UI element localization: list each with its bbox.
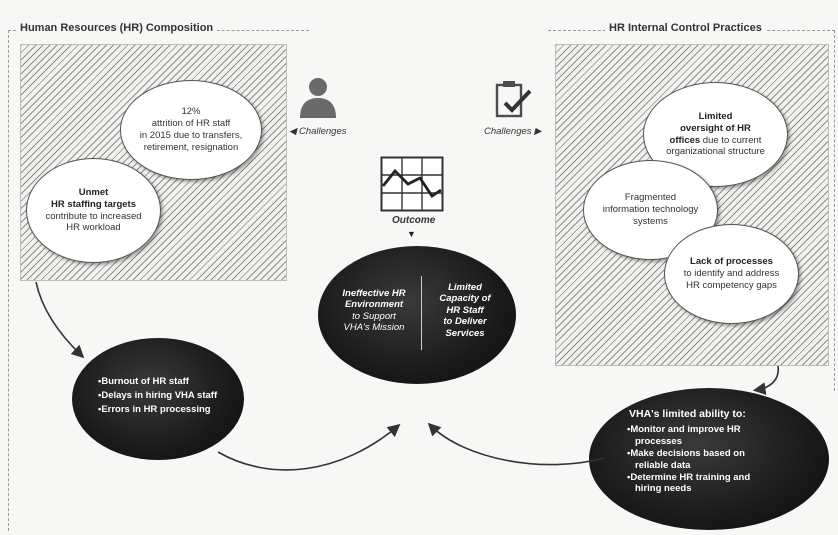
attrition-line-1: 12% bbox=[181, 106, 201, 118]
processes-strong-1: Lack of processes bbox=[690, 256, 773, 268]
outcome-arrow-down: ▼ bbox=[407, 229, 416, 239]
hr-composition-title: Human Resources (HR) Composition bbox=[16, 22, 218, 34]
outcome-label: Outcome bbox=[392, 215, 436, 226]
staffing-line-4: HR workload bbox=[66, 222, 121, 234]
clipboard-check-icon bbox=[495, 81, 532, 118]
outcome-right-line-4: to Deliver bbox=[443, 316, 487, 328]
vha-item-text-cont: reliable data bbox=[635, 459, 691, 471]
processes-bubble: Lack of processes to identify and addres… bbox=[664, 224, 799, 324]
staffing-bubble: Unmet HR staffing targets contribute to … bbox=[26, 158, 161, 263]
outcome-left-line-1: Ineffective HR bbox=[342, 288, 406, 299]
challenges-right-label: Challenges ▶ bbox=[484, 126, 542, 137]
attrition-line-2: attrition of HR staff bbox=[151, 118, 231, 130]
burnout-list: Burnout of HR staff Delays in hiring VHA… bbox=[98, 375, 217, 416]
arrow-composition-to-burnout bbox=[35, 281, 85, 359]
oversight-rest-3: due to current bbox=[700, 134, 762, 146]
outcome-right-line-5: Services bbox=[445, 327, 485, 339]
vha-ellipse: VHA's limited ability to: Monitor and im… bbox=[589, 388, 829, 530]
outcome-left-text: Ineffective HR Environment to Support VH… bbox=[330, 288, 418, 334]
oversight-strong-2: oversight of HR bbox=[680, 122, 751, 134]
outcome-ellipse: Ineffective HR Environment to Support VH… bbox=[318, 246, 516, 384]
staffing-strong-1: Unmet bbox=[78, 186, 109, 198]
burnout-item: Delays in hiring VHA staff bbox=[98, 389, 217, 403]
outcome-right-line-1: Limited bbox=[448, 282, 482, 293]
vha-item-text: Monitor and improve HR bbox=[630, 424, 741, 435]
fragmented-line-1: Fragmented bbox=[624, 192, 677, 204]
oversight-strong-3: offices bbox=[669, 134, 701, 146]
outcome-right-text: Limited Capacity of HR Staff to Deliver … bbox=[426, 282, 504, 339]
outcome-right-line-3: HR Staff bbox=[446, 304, 484, 316]
outcome-left-line-2: Environment bbox=[344, 299, 404, 311]
burnout-item: Errors in HR processing bbox=[98, 403, 217, 417]
burnout-ellipse: Burnout of HR staff Delays in hiring VHA… bbox=[72, 338, 244, 460]
vha-item-text-cont: processes bbox=[635, 435, 683, 447]
line-chart-icon bbox=[380, 156, 444, 212]
hr-internal-title: HR Internal Control Practices bbox=[605, 22, 766, 34]
fragmented-line-3: systems bbox=[633, 215, 668, 227]
challenges-right-text: Challenges bbox=[484, 126, 532, 137]
outcome-left-line-4: VHA's Mission bbox=[343, 322, 405, 334]
attrition-line-4: retirement, resignation bbox=[143, 141, 239, 153]
processes-line-2: to identify and address bbox=[683, 268, 780, 280]
vha-item-text: Determine HR training and bbox=[630, 471, 751, 483]
arrow-internal-to-vha bbox=[752, 365, 780, 395]
attrition-line-3: in 2015 due to transfers, bbox=[139, 130, 243, 141]
arrow-burnout-to-outcome bbox=[217, 423, 401, 471]
vha-item-text: Make decisions based on bbox=[630, 447, 745, 459]
attrition-bubble: 12% attrition of HR staff in 2015 due to… bbox=[120, 80, 262, 180]
vha-title: VHA's limited ability to: bbox=[629, 408, 746, 420]
outcome-right-line-2: Capacity of bbox=[439, 293, 491, 305]
oversight-line-4: organizational structure bbox=[666, 146, 765, 158]
challenges-left-label: ◀ Challenges bbox=[289, 126, 347, 137]
outcome-left-line-3: to Support bbox=[352, 310, 396, 322]
person-icon bbox=[300, 78, 336, 118]
staffing-line-3: contribute to increased bbox=[45, 210, 142, 222]
oversight-strong-1: Limited bbox=[698, 110, 733, 122]
fragmented-line-2: information technology bbox=[602, 204, 699, 216]
arrow-vha-to-outcome bbox=[427, 422, 605, 466]
oversight-line-3: offices due to current bbox=[670, 135, 762, 147]
burnout-item: Burnout of HR staff bbox=[98, 375, 217, 389]
challenges-left-text: Challenges bbox=[298, 126, 347, 137]
processes-line-3: HR competency gaps bbox=[686, 279, 777, 291]
outcome-divider bbox=[421, 276, 422, 350]
vha-item-text-cont: hiring needs bbox=[635, 483, 692, 495]
staffing-strong-2: HR staffing targets bbox=[51, 198, 136, 210]
